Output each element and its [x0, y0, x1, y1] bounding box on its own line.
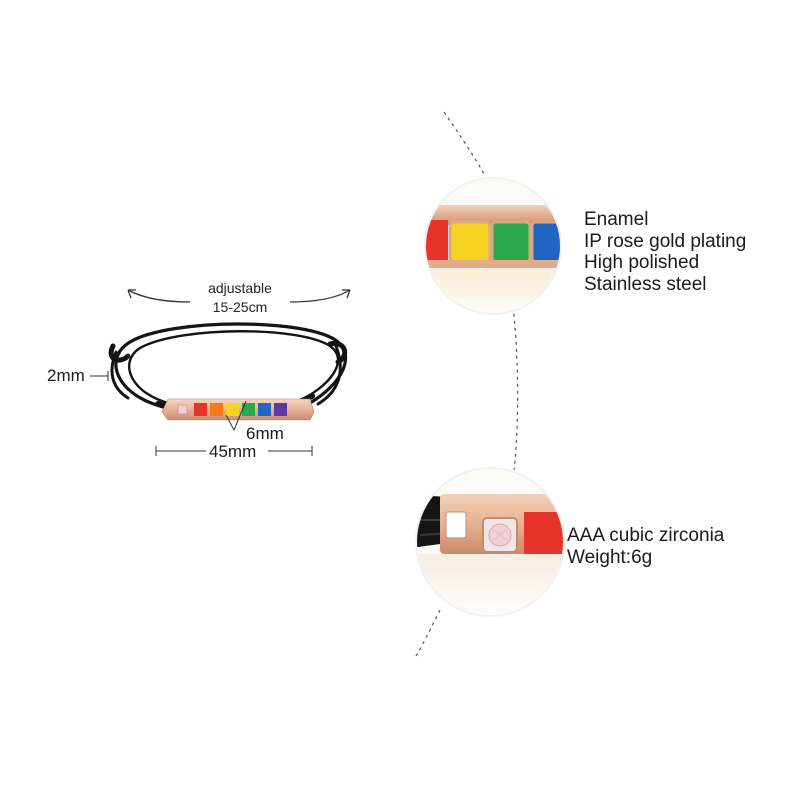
- feature-item: Enamel: [584, 209, 649, 230]
- feature-list-stone: AAA cubic zirconia Weight:6g: [567, 525, 724, 568]
- zirconia-stone: [177, 404, 188, 415]
- enamel-purple: [274, 403, 287, 416]
- enamel-red: [194, 403, 207, 416]
- dimension-6mm-line: [225, 400, 247, 432]
- enamel-blue: [258, 403, 271, 416]
- enamel-green: [242, 403, 255, 416]
- bracelet-cord: [108, 322, 348, 413]
- dimension-45mm-line: [155, 446, 313, 456]
- feature-item: High polished: [584, 252, 700, 273]
- feature-item: AAA cubic zirconia: [567, 525, 725, 546]
- size-range-label: 15-25cm: [212, 299, 268, 315]
- bar-height-label: 6mm: [246, 424, 284, 443]
- dashed-connector: [415, 111, 519, 657]
- enamel-yellow: [226, 403, 239, 416]
- feature-item: Stainless steel: [584, 273, 707, 295]
- feature-list-enamel: Enamel IP rose gold plating High polishe…: [584, 209, 746, 295]
- adjustable-label: adjustable: [208, 280, 272, 296]
- detail-circle-enamel: [423, 176, 563, 316]
- feature-item: IP rose gold plating: [584, 230, 747, 252]
- dimension-2mm-line: [90, 371, 109, 381]
- bar-length-label: 45mm: [209, 442, 257, 461]
- adjustable-arrow-left: [127, 289, 191, 303]
- cord-thickness-label: 2mm: [47, 366, 85, 385]
- adjustable-arrow-right: [289, 289, 351, 303]
- detail-circle-stone: [414, 466, 566, 618]
- enamel-orange: [210, 403, 223, 416]
- bracelet-bar: [161, 398, 315, 421]
- feature-item: Weight:6g: [567, 546, 653, 568]
